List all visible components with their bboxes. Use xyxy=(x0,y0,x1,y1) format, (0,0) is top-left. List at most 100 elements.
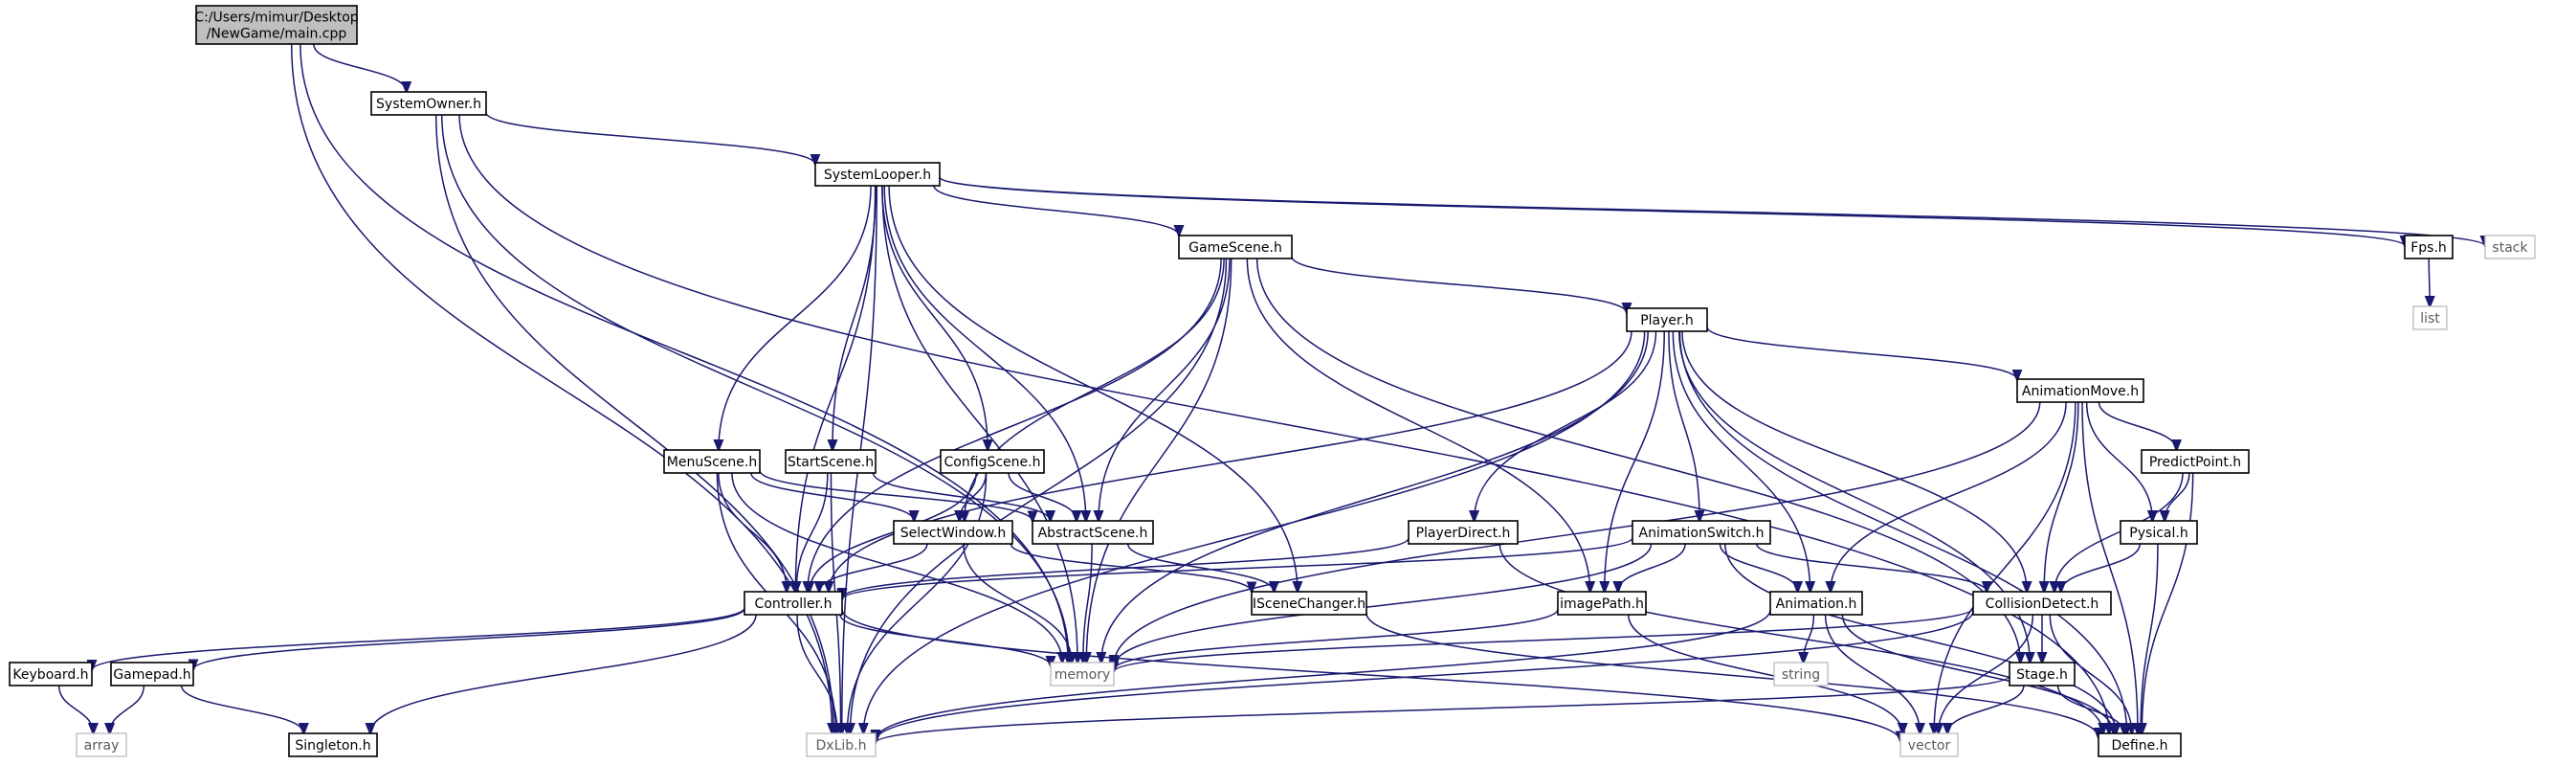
node-animationmove[interactable]: AnimationMove.h xyxy=(2016,378,2144,403)
edge-systemlooper-to-controller xyxy=(795,185,877,592)
edge-animationswitch-to-imagepath xyxy=(1618,543,1686,592)
node-dxlib: DxLib.h xyxy=(806,732,877,757)
node-keyboard[interactable]: Keyboard.h xyxy=(9,662,93,686)
node-iscenechanger[interactable]: ISceneChanger.h xyxy=(1251,591,1367,616)
edge-systemlooper-to-stack xyxy=(939,176,2485,246)
node-main-box xyxy=(195,5,358,45)
node-stack-label: stack xyxy=(2492,240,2528,256)
node-startscene-label: StartScene.h xyxy=(788,455,874,470)
node-list: list xyxy=(2412,305,2448,330)
node-string: string xyxy=(1773,662,1829,686)
node-systemlooper-box xyxy=(814,162,941,187)
node-string-label: string xyxy=(1782,667,1820,683)
node-main-label: C:/Users/mimur/Desktop xyxy=(194,11,358,26)
edge-collisiondetect-to-dxlib xyxy=(876,611,1974,740)
node-animation[interactable]: Animation.h xyxy=(1769,591,1863,616)
node-stage[interactable]: Stage.h xyxy=(2009,662,2076,686)
edge-systemlooper-to-iscenechanger xyxy=(888,185,1298,592)
edge-player-to-animationswitch xyxy=(1668,330,1699,521)
node-fps[interactable]: Fps.h xyxy=(2404,235,2454,259)
node-vector: vector xyxy=(1899,732,1959,757)
edge-menuscene-to-abstractscene xyxy=(759,469,1033,521)
node-abstractscene-label: AbstractScene.h xyxy=(1038,526,1148,541)
edge-systemlooper-to-fps xyxy=(939,176,2405,246)
node-main-label: /NewGame/main.cpp xyxy=(207,27,347,42)
node-gamepad[interactable]: Gamepad.h xyxy=(110,662,194,686)
edge-systemowner-to-systemlooper xyxy=(485,112,815,164)
node-systemlooper[interactable]: SystemLooper.h xyxy=(814,162,941,187)
node-controller-label: Controller.h xyxy=(755,596,833,612)
edge-configscene-to-abstractscene xyxy=(1008,472,1077,521)
edge-gamescene-to-controller xyxy=(808,258,1222,592)
node-animationswitch[interactable]: AnimationSwitch.h xyxy=(1632,520,1771,545)
edge-gamescene-to-imagepath xyxy=(1246,258,1589,592)
edge-player-to-collisiondetect xyxy=(1681,330,2027,592)
node-startscene-box xyxy=(785,449,877,474)
edge-configscene-to-controller xyxy=(810,472,977,592)
node-keyboard-label: Keyboard.h xyxy=(12,667,88,683)
node-playerdirect[interactable]: PlayerDirect.h xyxy=(1408,520,1519,545)
edge-imagepath-to-memory xyxy=(1114,608,1559,669)
node-selectwindow[interactable]: SelectWindow.h xyxy=(893,520,1013,545)
edge-keyboard-to-array xyxy=(57,685,94,733)
edge-main-to-memory xyxy=(300,43,1068,663)
edge-systemlooper-to-gamescene xyxy=(933,185,1179,236)
edge-controller-to-singleton xyxy=(370,614,757,733)
node-gamescene[interactable]: GameScene.h xyxy=(1178,235,1293,259)
edge-animationswitch-to-animation xyxy=(1719,543,1797,592)
node-player[interactable]: Player.h xyxy=(1626,307,1708,332)
node-predictpoint[interactable]: PredictPoint.h xyxy=(2141,449,2250,474)
node-array-box xyxy=(76,732,127,757)
edge-animationmove-to-predictpoint xyxy=(2098,401,2176,450)
edge-stage-to-define xyxy=(2056,685,2124,733)
edge-menuscene-to-controller xyxy=(718,472,787,592)
node-singleton[interactable]: Singleton.h xyxy=(288,732,378,757)
node-pysical[interactable]: Pysical.h xyxy=(2120,520,2198,545)
node-systemowner[interactable]: SystemOwner.h xyxy=(370,91,487,116)
edge-gamepad-to-singleton xyxy=(180,685,304,733)
edge-systemlooper-to-menuscene xyxy=(719,185,872,450)
node-configscene-box xyxy=(940,449,1045,474)
edge-gamescene-to-abstractscene xyxy=(1099,258,1231,521)
node-abstractscene-box xyxy=(1032,520,1154,545)
edge-gamepad-to-array xyxy=(110,685,145,733)
node-keyboard-box xyxy=(9,662,93,686)
node-imagepath[interactable]: imagePath.h xyxy=(1557,591,1647,616)
edge-gamescene-to-player xyxy=(1291,256,1627,313)
node-abstractscene[interactable]: AbstractScene.h xyxy=(1032,520,1154,545)
edge-selectwindow-to-controller xyxy=(819,543,928,592)
edge-systemlooper-to-configscene xyxy=(881,185,988,450)
edge-animationswitch-to-controller xyxy=(842,536,1633,599)
edge-abstractscene-to-iscenechanger xyxy=(1126,543,1275,592)
edge-menuscene-to-memory xyxy=(731,472,1062,663)
node-array-label: array xyxy=(84,738,120,754)
node-array: array xyxy=(76,732,127,757)
edge-collisiondetect-to-memory xyxy=(1114,607,1974,671)
edge-systemowner-to-define xyxy=(458,114,2109,733)
edge-player-to-animation xyxy=(1672,330,1810,592)
node-menuscene[interactable]: MenuScene.h xyxy=(663,449,761,474)
edge-configscene-to-selectwindow xyxy=(960,472,988,521)
node-predictpoint-box xyxy=(2141,449,2250,474)
node-define[interactable]: Define.h xyxy=(2098,732,2182,757)
node-stage-box xyxy=(2009,662,2076,686)
node-configscene[interactable]: ConfigScene.h xyxy=(940,449,1045,474)
node-startscene[interactable]: StartScene.h xyxy=(785,449,877,474)
edge-collisiondetect-to-vector xyxy=(1939,614,2034,733)
edge-configscene-to-dxlib xyxy=(847,472,988,733)
edge-predictpoint-to-pysical xyxy=(2165,472,2190,521)
edge-animation-to-dxlib xyxy=(876,609,1771,740)
edges-layer xyxy=(57,43,2485,743)
node-controller[interactable]: Controller.h xyxy=(744,591,843,616)
edge-startscene-to-controller xyxy=(796,472,829,592)
node-animationswitch-box xyxy=(1632,520,1771,545)
edge-controller-to-vector xyxy=(841,609,1900,741)
node-collisiondetect[interactable]: CollisionDetect.h xyxy=(1972,591,2112,616)
node-playerdirect-label: PlayerDirect.h xyxy=(1416,526,1511,541)
node-main[interactable]: C:/Users/mimur/Desktop/NewGame/main.cpp xyxy=(194,5,359,45)
node-selectwindow-box xyxy=(893,520,1013,545)
node-list-label: list xyxy=(2420,311,2440,326)
node-dxlib-box xyxy=(806,732,877,757)
edge-startscene-to-abstractscene xyxy=(872,472,1050,521)
node-menuscene-box xyxy=(663,449,761,474)
